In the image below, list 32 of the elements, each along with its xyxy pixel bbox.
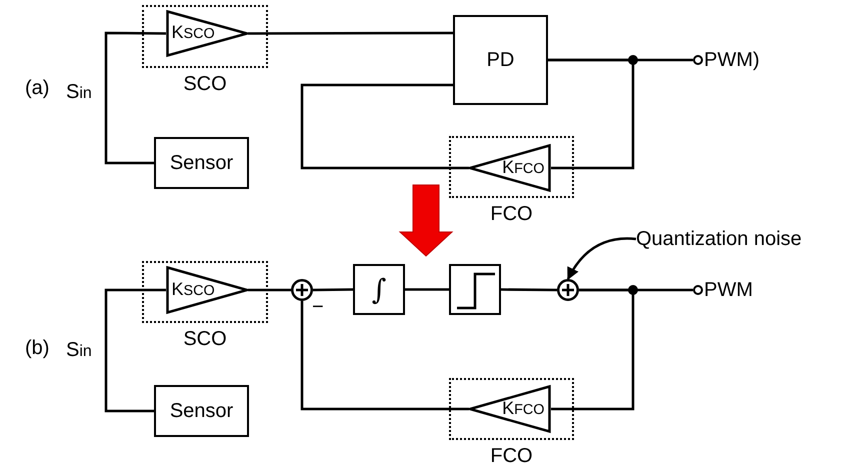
amplifier-symbol <box>468 144 550 192</box>
output-label: PWM) <box>704 50 760 70</box>
signal-line <box>312 288 354 292</box>
signal-line <box>405 288 449 291</box>
amplifier-symbol <box>468 384 550 432</box>
signal-line <box>104 32 166 164</box>
panel-label: (a) <box>25 78 50 98</box>
block-label: SCO <box>182 74 228 94</box>
signal-line <box>500 288 558 292</box>
summing-junction <box>557 279 579 301</box>
panel-label: (b) <box>25 338 50 358</box>
summing-junction <box>291 279 313 301</box>
output-label: PWM <box>704 280 753 300</box>
signal-line <box>300 84 469 170</box>
sign-label: − <box>312 297 324 317</box>
signal-line <box>551 288 634 410</box>
signal-line <box>248 288 291 292</box>
annotation-text: Quantization noise <box>636 226 841 252</box>
process-block: PD <box>453 15 548 105</box>
block-label: SCO <box>182 329 228 349</box>
signal-line <box>248 32 453 35</box>
curved-arrow <box>566 237 636 280</box>
process-block: Sensor <box>154 137 249 189</box>
block-label: FCO <box>489 446 534 466</box>
signal-line <box>548 58 634 170</box>
signal-line <box>300 301 469 410</box>
process-block: Sensor <box>154 385 249 437</box>
amplifier-symbol <box>166 266 248 314</box>
integrator-block: ∫ <box>353 264 405 315</box>
signal-line <box>104 288 166 412</box>
quantizer-block <box>449 264 501 315</box>
block-label: FCO <box>489 204 534 224</box>
